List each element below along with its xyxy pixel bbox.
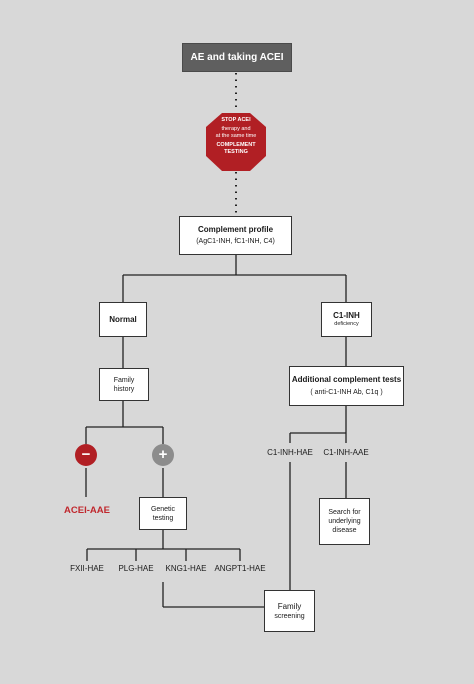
stop-line-1: STOP ACEI <box>221 117 251 123</box>
genetic-testing-line-2: testing <box>152 514 174 522</box>
additional-tests-subtitle: ( anti-C1-INH Ab, C1q ) <box>310 389 383 396</box>
family-screening-box: Family screening <box>264 590 315 632</box>
genetic-testing-box: Genetic testing <box>139 497 187 530</box>
family-history-line-2: history <box>113 385 135 393</box>
complement-profile-title: Complement profile <box>197 225 274 234</box>
gene-label-fxii: FXII-HAE <box>70 564 104 573</box>
normal-label: Normal <box>109 314 137 324</box>
stop-line-2: therapy and <box>221 126 251 132</box>
c1inh-title: C1-INH <box>333 311 360 320</box>
search-disease-line-1: Search for <box>328 509 361 516</box>
c1inh-aae-label: C1-INH-AAE <box>323 448 369 457</box>
complement-profile-subtitle: (AgC1-INH, fC1-INH, C4) <box>196 238 275 245</box>
header-box: AE and taking ACEI <box>182 43 292 72</box>
stop-line-4: COMPLEMENT <box>216 142 256 148</box>
normal-box: Normal <box>99 302 147 337</box>
acei-aae-label: ACEI-AAE <box>64 505 110 516</box>
family-history-box: Family history <box>99 368 149 401</box>
plus-circle-icon: + <box>152 444 174 466</box>
family-screening-line-1: Family <box>277 601 302 611</box>
stop-sign-text: STOP ACEI therapy and at the same time C… <box>206 117 266 156</box>
plus-symbol: + <box>158 446 168 463</box>
minus-symbol: − <box>81 446 91 463</box>
stop-line-5: TESTING <box>224 149 248 155</box>
family-history-line-1: Family <box>113 376 135 384</box>
octagon-stop-icon <box>206 113 266 171</box>
search-disease-line-2: underlying <box>328 518 361 525</box>
gene-label-angpt1: ANGPT1-HAE <box>214 564 266 573</box>
c1inh-subtitle: deficiency <box>334 321 359 327</box>
complement-profile-box: Complement profile (AgC1-INH, fC1-INH, C… <box>179 216 292 255</box>
additional-tests-title: Additional complement tests <box>291 375 402 384</box>
header-label: AE and taking ACEI <box>190 52 284 63</box>
minus-circle-icon: − <box>75 444 97 466</box>
genetic-testing-line-1: Genetic <box>150 505 176 513</box>
c1inh-hae-label: C1-INH-HAE <box>267 448 313 457</box>
c1inh-deficiency-box: C1-INH deficiency <box>321 302 372 337</box>
gene-label-plg: PLG-HAE <box>118 564 154 573</box>
additional-tests-box: Additional complement tests ( anti-C1-IN… <box>289 366 404 406</box>
family-screening-line-2: screening <box>274 612 305 620</box>
gene-label-kng1: KNG1-HAE <box>165 564 207 573</box>
search-disease-line-3: disease <box>332 527 357 534</box>
search-disease-box: Search for underlying disease <box>319 498 370 545</box>
stop-line-3: at the same time <box>215 133 257 139</box>
